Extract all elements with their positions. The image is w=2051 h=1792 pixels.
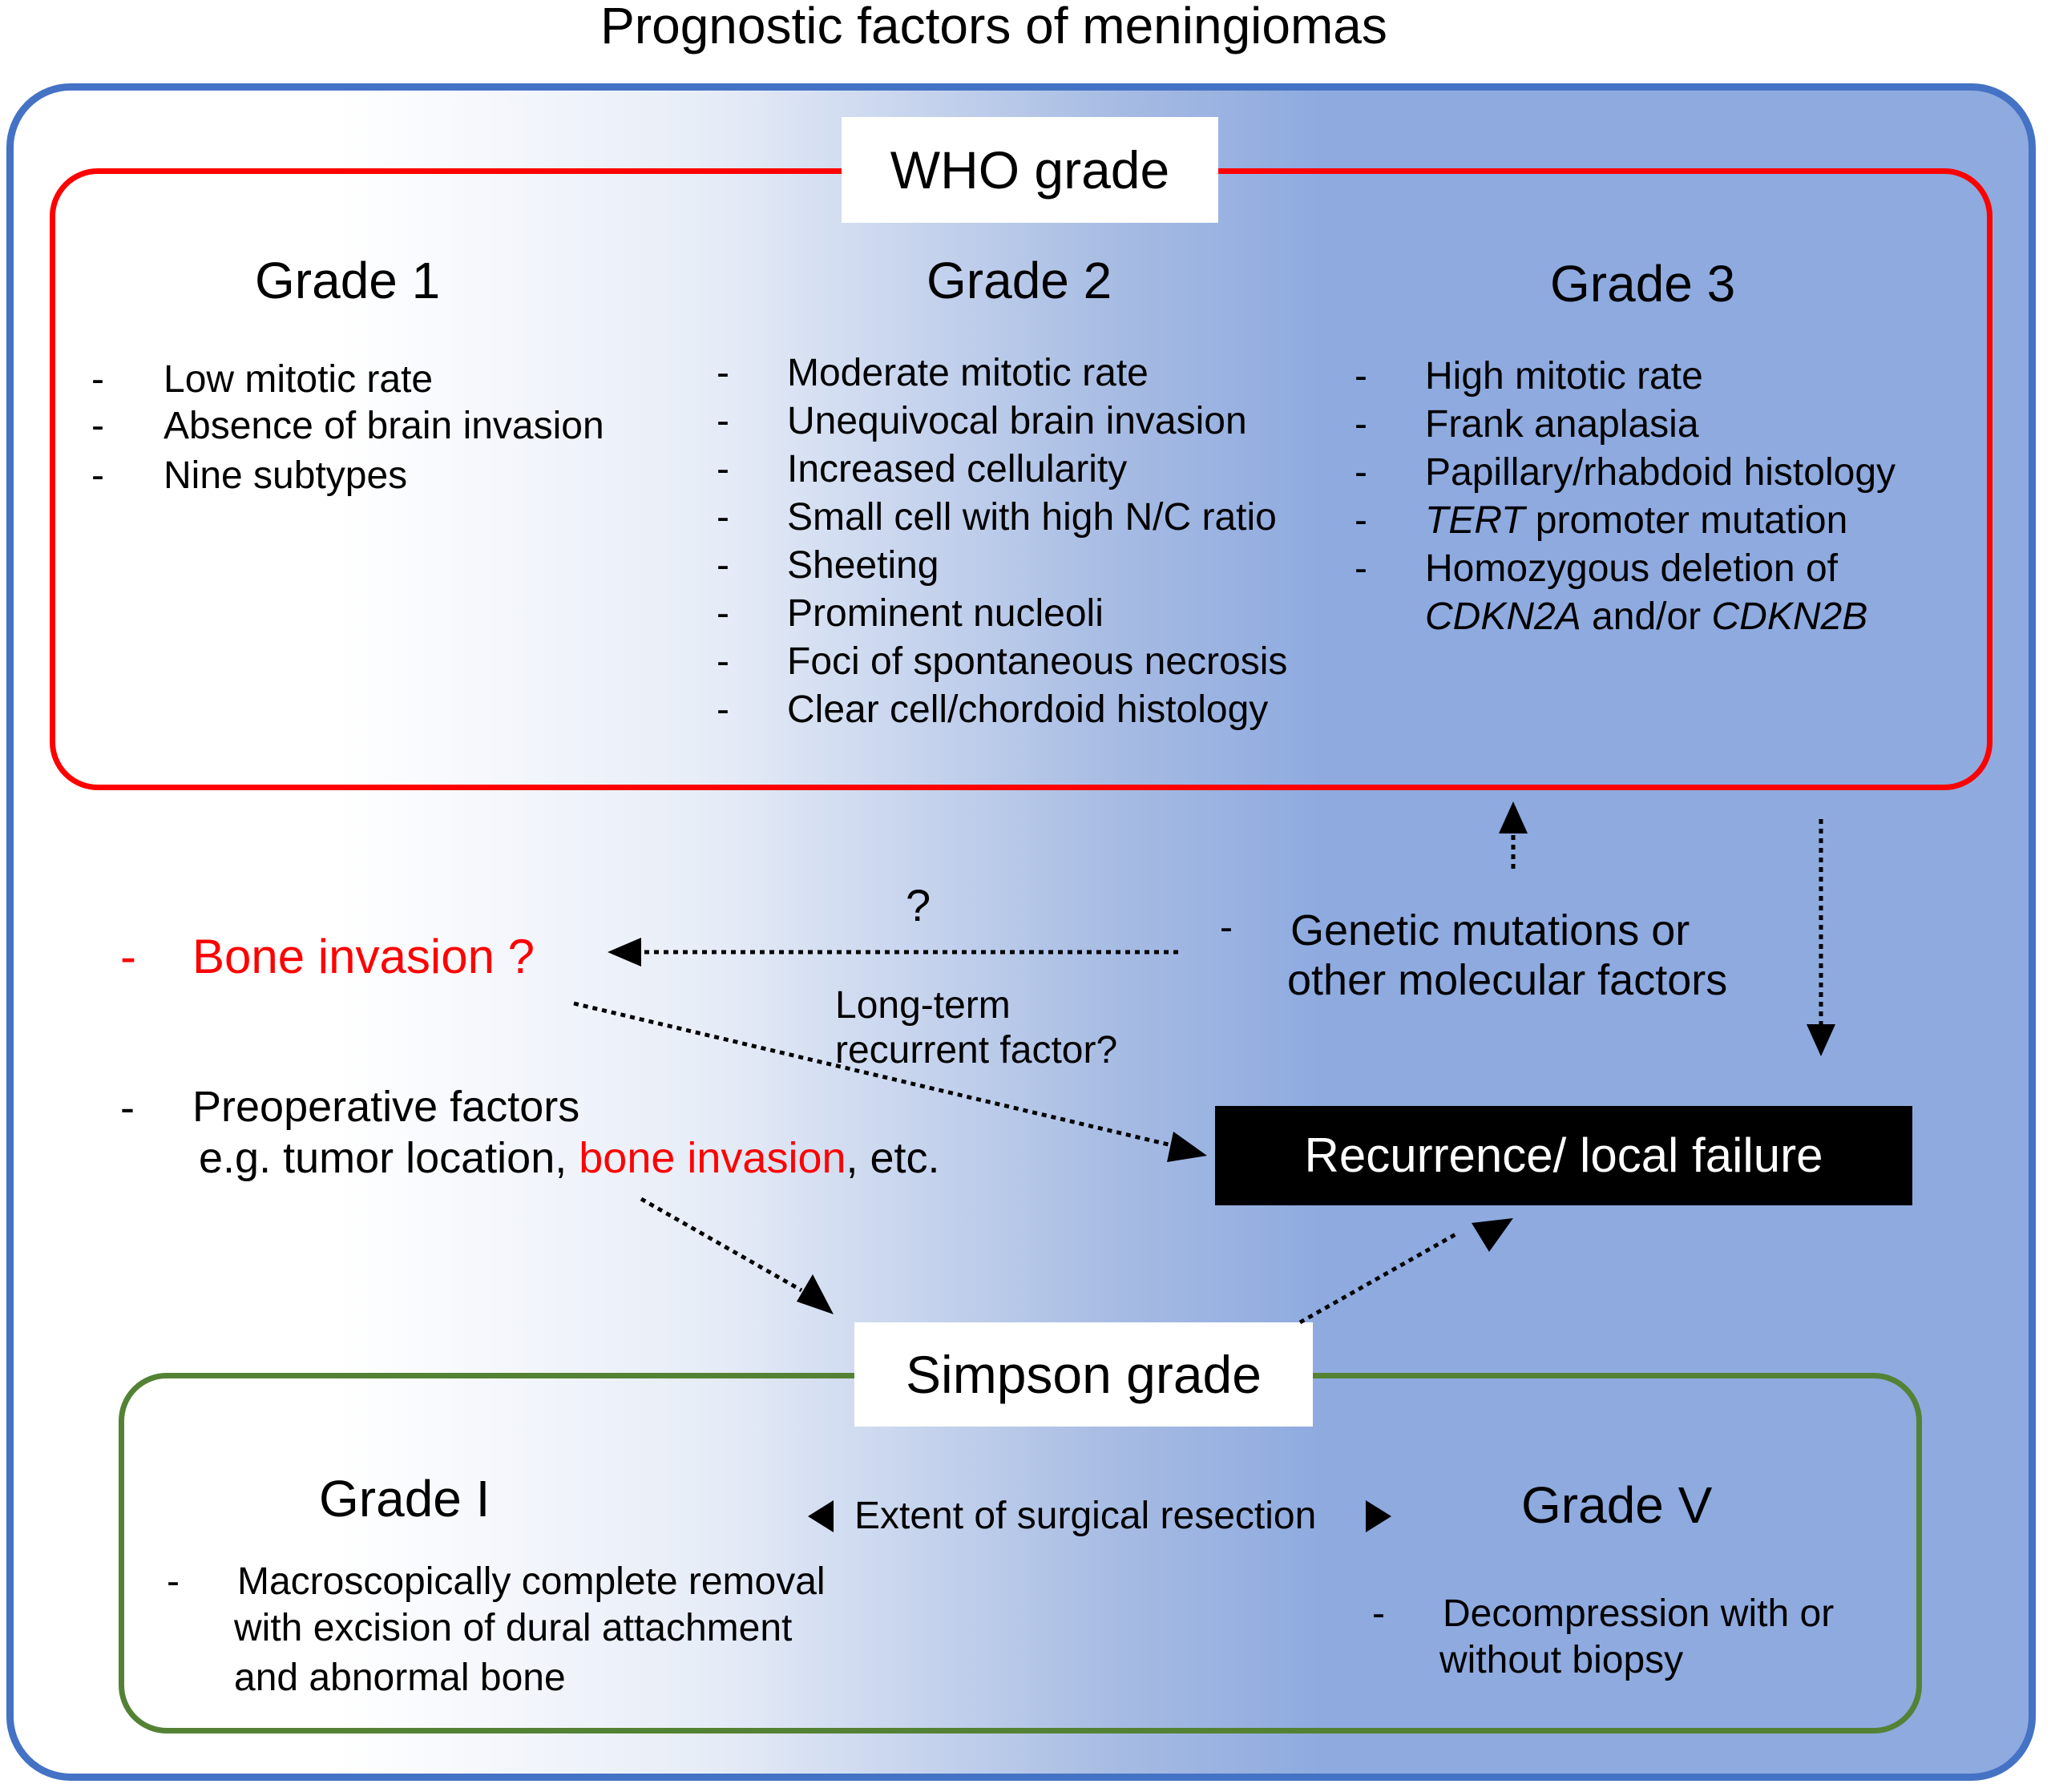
bullet-dash: - [91, 454, 104, 497]
bullet-dash: - [91, 358, 104, 401]
list-item: -Absence of brain invasion [91, 402, 604, 452]
bone-invasion-dash: - [120, 930, 136, 983]
bone-invasion-highlight: bone invasion [579, 1134, 846, 1182]
list-item-continuation: CDKN2A and/or CDKN2B [1425, 595, 1868, 638]
bullet-dash: - [717, 592, 729, 635]
bullet-dash: - [717, 640, 729, 683]
preop-factors-line-2: e.g. tumor location, bone invasion, etc. [199, 1134, 940, 1182]
bullet-dash: - [1355, 547, 1367, 590]
list-item: -Prominent nucleoli [717, 590, 1287, 638]
bullet-dash: - [1355, 499, 1367, 542]
genetic-factors-line-2: other molecular factors [1287, 956, 1728, 1004]
list-item: -Frank anaplasia [1355, 401, 1896, 449]
genetic-dash: - [1220, 906, 1233, 949]
list-item: -Foci of spontaneous necrosis [717, 638, 1287, 686]
bullet-dash: - [1355, 355, 1367, 398]
bullet-dash: - [717, 400, 729, 442]
extent-label: Extent of surgical resection [854, 1495, 1317, 1537]
simpson-grade-v-line-1: Decompression with or [1443, 1592, 1835, 1635]
bullet-dash: - [1355, 403, 1367, 446]
simpson-grade-v-title: Grade V [1521, 1476, 1713, 1534]
who-grade-label: WHO grade [842, 117, 1218, 223]
simpson-grade-i-dash: - [167, 1560, 180, 1603]
list-item: -Moderate mitotic rate [717, 349, 1287, 398]
list-item: -Homozygous deletion of [1355, 545, 1896, 593]
long-term-line-1: Long-term [835, 984, 1011, 1027]
question-mark-label: ? [906, 880, 931, 930]
simpson-grade-i-line-3: and abnormal bone [234, 1657, 566, 1699]
bone-invasion-label: Bone invasion ? [192, 930, 535, 983]
simpson-grade-i-line-1: Macroscopically complete removal [237, 1560, 826, 1603]
genetic-factors-line-1: Genetic mutations or [1290, 906, 1690, 955]
list-item: -High mitotic rate [1355, 353, 1896, 401]
bullet-dash: - [717, 496, 729, 539]
list-item: -Sheeting [717, 542, 1287, 590]
list-item: -TERT promoter mutation [1355, 497, 1896, 545]
list-item: -Clear cell/chordoid histology [717, 686, 1287, 734]
grade-2-list: -Moderate mitotic rate -Unequivocal brai… [717, 349, 1287, 734]
gene-name: CDKN2B [1711, 595, 1868, 638]
preop-factors-line-1: Preoperative factors [192, 1083, 580, 1131]
simpson-grade-label: Simpson grade [854, 1322, 1313, 1427]
bullet-dash: - [717, 544, 729, 587]
simpson-grade-v-dash: - [1372, 1592, 1385, 1635]
list-item: -Nine subtypes [91, 452, 604, 500]
simpson-grade-i-line-2: with excision of dural attachment [234, 1607, 793, 1649]
preop-dash: - [120, 1084, 135, 1132]
list-item: -Increased cellularity [717, 446, 1287, 494]
long-term-line-2: recurrent factor? [835, 1029, 1118, 1072]
gene-name: TERT [1425, 499, 1525, 542]
outer-panel [6, 83, 2036, 1781]
bullet-dash: - [717, 688, 729, 731]
grade-3-title: Grade 3 [1550, 255, 1736, 313]
list-item: -Papillary/rhabdoid histology [1355, 449, 1896, 497]
simpson-grade-i-title: Grade I [319, 1470, 491, 1528]
recurrence-box: Recurrence/ local failure [1215, 1106, 1912, 1205]
simpson-grade-v-line-2: without biopsy [1439, 1639, 1684, 1681]
grade-3-list: -High mitotic rate -Frank anaplasia -Pap… [1355, 353, 1896, 641]
gene-name: CDKN2A [1425, 595, 1581, 638]
grade-1-title: Grade 1 [255, 252, 441, 309]
bullet-dash: - [717, 352, 729, 394]
diagram-title: Prognostic factors of meningiomas [600, 0, 1387, 54]
grade-1-list: -Low mitotic rate -Absence of brain inva… [91, 356, 604, 500]
bullet-dash: - [91, 405, 104, 447]
grade-2-title: Grade 2 [927, 252, 1112, 309]
bullet-dash: - [717, 448, 729, 490]
list-item: -Small cell with high N/C ratio [717, 494, 1287, 542]
list-item: -Unequivocal brain invasion [717, 398, 1287, 446]
list-item: -Low mitotic rate [91, 356, 604, 402]
bullet-dash: - [1355, 451, 1367, 494]
